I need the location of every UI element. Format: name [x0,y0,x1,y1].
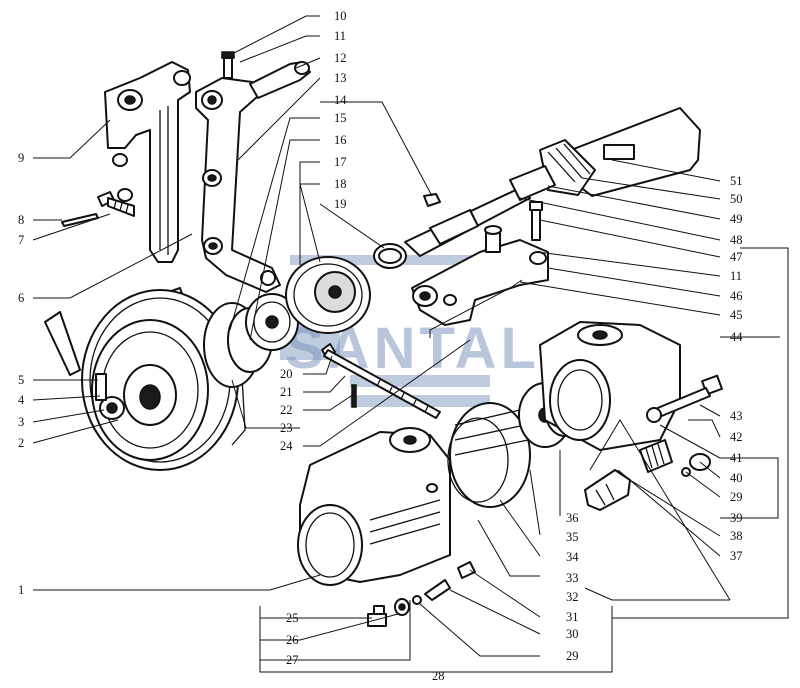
label-49: 49 [730,212,743,226]
leader-lines [32,15,789,673]
bolt-part [61,191,135,227]
label-44: 44 [730,330,743,344]
label-16: 16 [334,133,347,147]
key-part [423,193,441,207]
label-8: 8 [18,213,24,227]
label-23: 23 [280,421,293,435]
label-32: 32 [566,590,579,604]
small-fittings-part [367,561,476,627]
label-7: 7 [18,233,24,247]
cover-bolt-part [646,374,723,423]
label-40: 40 [730,471,743,485]
label-41: 41 [730,451,743,465]
stator-part [447,402,531,508]
label-21: 21 [280,385,293,399]
label-42: 42 [730,430,743,444]
label-25: 25 [286,611,299,625]
label-11-top: 11 [334,29,346,43]
label-24: 24 [280,439,293,453]
housing-part [297,427,451,586]
label-10: 10 [334,9,347,23]
bracket-part [104,61,191,263]
label-51: 51 [730,174,743,188]
label-47: 47 [730,250,743,264]
label-29-right: 29 [730,490,743,504]
bolt-47-part [529,201,543,241]
label-26: 26 [286,633,299,647]
label-5: 5 [18,373,24,387]
label-43: 43 [730,409,743,423]
label-38: 38 [730,529,743,543]
spring-part [584,439,711,511]
label-22: 22 [280,403,293,417]
label-15: 15 [334,111,347,125]
label-48: 48 [730,233,743,247]
label-36: 36 [566,511,579,525]
label-34: 34 [566,550,579,564]
tensioner-arm-part [195,51,311,293]
label-28: 28 [432,669,445,683]
label-12: 12 [334,51,347,65]
label-27: 27 [286,653,299,667]
label-50: 50 [730,192,743,206]
label-46: 46 [730,289,743,303]
label-20: 20 [280,367,293,381]
label-13: 13 [334,71,347,85]
label-11-right: 11 [730,269,742,283]
label-6: 6 [18,291,24,305]
label-37: 37 [730,549,743,563]
label-45: 45 [730,308,743,322]
label-29-bottom: 29 [566,649,579,663]
label-39: 39 [730,511,743,525]
label-1: 1 [18,583,24,597]
callout-labels: 10 11 12 13 14 15 16 17 18 19 9 8 7 6 5 … [18,9,743,683]
label-17: 17 [334,155,347,169]
label-2: 2 [18,436,24,450]
label-33: 33 [566,571,579,585]
label-9: 9 [18,151,24,165]
label-30: 30 [566,627,579,641]
label-35: 35 [566,530,579,544]
seal-cup-part [285,256,371,334]
label-31: 31 [566,610,579,624]
label-3: 3 [18,415,24,429]
long-bolt-part [321,343,441,419]
label-19: 19 [334,197,347,211]
label-14: 14 [334,93,347,107]
cover-part [539,321,681,451]
label-4: 4 [18,393,25,407]
drive-shaft-part [404,107,701,257]
label-18: 18 [334,177,347,191]
